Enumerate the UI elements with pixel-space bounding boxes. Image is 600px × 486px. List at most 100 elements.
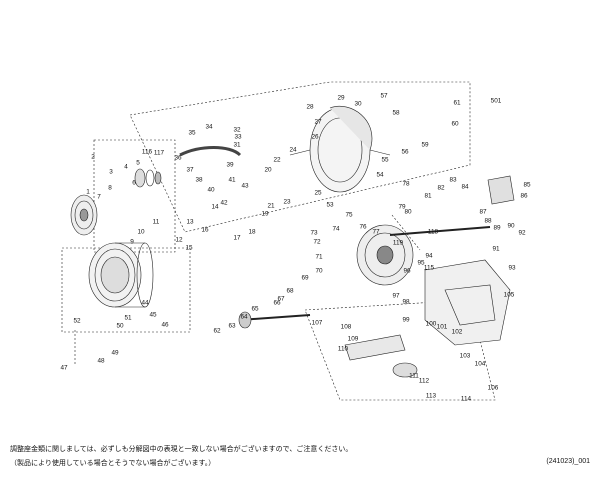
part-number-label: 43 xyxy=(241,182,249,190)
part-number-label: 28 xyxy=(306,103,314,111)
part-number-label: 22 xyxy=(273,156,281,164)
part-number-label: 65 xyxy=(251,305,259,313)
part-number-label: 104 xyxy=(474,360,486,368)
part-number-label: 70 xyxy=(315,267,323,275)
part-number-label: 82 xyxy=(437,184,445,192)
part-number-label: 88 xyxy=(484,217,492,225)
part-number-label: 61 xyxy=(453,99,461,107)
part-number-label: 112 xyxy=(418,377,430,385)
part-number-label: 79 xyxy=(398,203,406,211)
part-number-label: 58 xyxy=(392,109,400,117)
part-number-label: 10 xyxy=(137,228,145,236)
part-number-label: 85 xyxy=(523,181,531,189)
part-number-label: 41 xyxy=(228,176,236,184)
part-number-label: 18 xyxy=(248,228,256,236)
part-number-label: 8 xyxy=(108,184,112,192)
part-number-label: 66 xyxy=(273,299,281,307)
part-number-label: 69 xyxy=(301,274,309,282)
diagram-code: (241023)_001 xyxy=(546,458,590,465)
part-number-label: 60 xyxy=(451,120,459,128)
disclaimer-note-2: （製品により使用している場合とそうでない場合がございます。） xyxy=(10,459,216,467)
part-number-label: 7 xyxy=(97,193,101,201)
part-number-label: 63 xyxy=(228,322,236,330)
part-number-label: 3 xyxy=(109,168,113,176)
pinion-shaft-part xyxy=(389,226,491,236)
drag-washers-part xyxy=(134,168,162,188)
disclaimer-note-1: 調整座金類に関しましては、必ずしも分解図中の表現と一致しない場合がございますので… xyxy=(10,445,353,453)
part-number-label: 50 xyxy=(116,322,124,330)
part-number-label: 29 xyxy=(337,94,345,102)
part-number-label: 107 xyxy=(311,319,323,327)
part-number-label: 80 xyxy=(404,208,412,216)
part-number-label: 20 xyxy=(264,166,272,174)
part-number-label: 76 xyxy=(359,223,367,231)
body-group-outline xyxy=(129,81,471,233)
part-number-label: 12 xyxy=(175,236,183,244)
part-number-label: 6 xyxy=(132,179,136,187)
part-number-label: 26 xyxy=(311,133,319,141)
part-number-label: 39 xyxy=(226,161,234,169)
part-number-label: 101 xyxy=(436,323,448,331)
part-number-label: 52 xyxy=(73,317,81,325)
part-number-label: 5 xyxy=(136,159,140,167)
part-number-label: 38 xyxy=(195,176,203,184)
part-number-label: 92 xyxy=(518,229,526,237)
part-number-label: 35 xyxy=(188,129,196,137)
handle-group-outline xyxy=(304,299,496,401)
part-number-label: 75 xyxy=(345,211,353,219)
part-number-label: 106 xyxy=(487,384,499,392)
part-number-label: 40 xyxy=(207,186,215,194)
part-number-label: 32 xyxy=(233,126,241,134)
part-number-label: 117 xyxy=(153,149,165,157)
part-number-label: 95 xyxy=(417,259,425,267)
part-number-label: 109 xyxy=(347,335,359,343)
part-number-label: 16 xyxy=(201,226,209,234)
part-number-label: 21 xyxy=(267,202,275,210)
part-number-label: 87 xyxy=(479,208,487,216)
part-number-label: 47 xyxy=(60,364,68,372)
part-number-label: 25 xyxy=(314,189,322,197)
part-number-label: 105 xyxy=(503,291,515,299)
part-number-label: 17 xyxy=(233,234,241,242)
part-number-label: 42 xyxy=(220,199,228,207)
part-number-label: 72 xyxy=(313,238,321,246)
part-number-label: 110 xyxy=(337,345,349,353)
part-number-label: 108 xyxy=(340,323,352,331)
part-number-label: 33 xyxy=(234,133,242,141)
part-number-label: 102 xyxy=(451,328,463,336)
leader-line-119 xyxy=(391,214,421,251)
part-number-label: 24 xyxy=(289,146,297,154)
part-number-label: 2 xyxy=(91,153,95,161)
part-number-label: 74 xyxy=(332,225,340,233)
part-number-label: 46 xyxy=(161,321,169,329)
spool-part xyxy=(88,242,154,308)
oscillation-part xyxy=(238,311,311,329)
part-number-label: 94 xyxy=(425,252,433,260)
part-number-label: 37 xyxy=(186,166,194,174)
part-number-label: 90 xyxy=(507,222,515,230)
part-number-label: 67 xyxy=(277,295,285,303)
part-number-label: 11 xyxy=(152,218,160,226)
part-number-label: 114 xyxy=(460,395,472,403)
part-number-label: 99 xyxy=(402,316,410,324)
handle-part xyxy=(344,334,418,378)
part-number-label: 59 xyxy=(421,141,429,149)
part-number-label: 98 xyxy=(402,298,410,306)
part-number-label: 51 xyxy=(124,314,132,322)
part-number-label: 62 xyxy=(213,327,221,335)
part-number-label: 97 xyxy=(392,292,400,300)
part-number-label: 36 xyxy=(174,154,182,162)
part-number-label: 44 xyxy=(141,299,149,307)
rotor-group-outline xyxy=(61,247,191,333)
part-number-label: 56 xyxy=(401,148,409,156)
part-number-label: 118 xyxy=(427,228,439,236)
part-number-label: 64 xyxy=(240,313,248,321)
part-number-label: 13 xyxy=(186,218,194,226)
part-number-label: 103 xyxy=(459,352,471,360)
part-number-label: 23 xyxy=(283,198,291,206)
part-number-label: 68 xyxy=(286,287,294,295)
rotor-part xyxy=(289,106,391,193)
part-number-label: 9 xyxy=(130,238,134,246)
part-number-label: 100 xyxy=(425,320,437,328)
